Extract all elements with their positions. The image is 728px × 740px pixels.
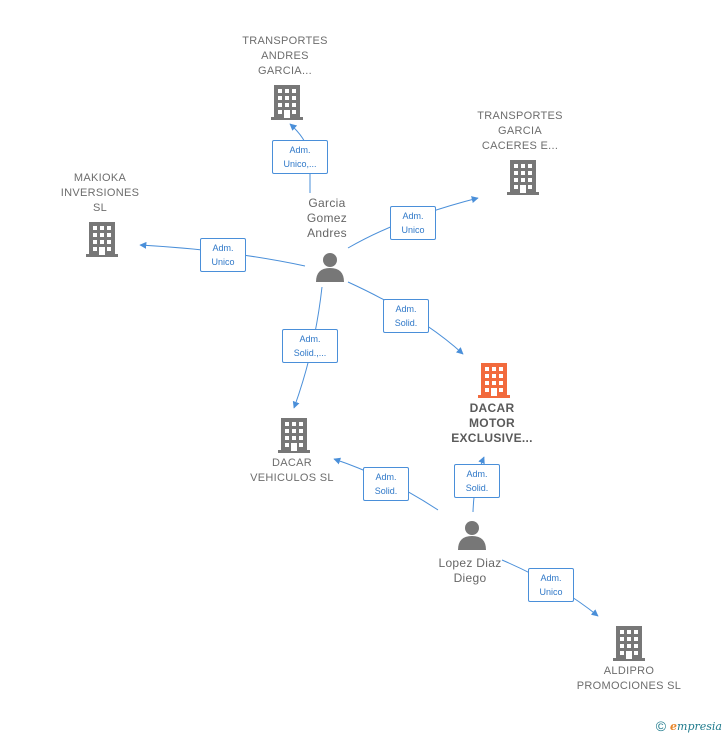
company-label-dacar-motor: DACAR MOTOR EXCLUSIVE... (451, 401, 533, 445)
person-icon[interactable] (457, 520, 487, 555)
building-icon[interactable] (271, 84, 303, 125)
building-icon[interactable] (86, 221, 118, 262)
building-icon[interactable] (507, 159, 539, 200)
person-icon[interactable] (315, 252, 345, 287)
company-label-dacar-vehiculos: DACAR VEHICULOS SL (250, 457, 334, 484)
company-label-makioka: MAKIOKA INVERSIONES SL (60, 172, 140, 214)
footer-brand: © empresia (656, 718, 722, 734)
edge-label-lopez-dacar-motor[interactable]: Adm. Solid. (454, 464, 500, 498)
edge-label-lopez-aldipro[interactable]: Adm. Unico (528, 568, 574, 602)
edge-label-garcia-transportes-garcia[interactable]: Adm. Unico (390, 206, 436, 240)
company-label-transportes-andres: TRANSPORTES ANDRES GARCIA... (242, 35, 328, 77)
building-icon[interactable] (613, 625, 645, 666)
person-label-lopez-diaz-diego: Lopez Diaz Diego (438, 556, 502, 585)
edge-label-garcia-makioka[interactable]: Adm. Unico (200, 238, 246, 272)
brand-logo: empresia (670, 719, 722, 733)
copyright-icon: © (655, 718, 667, 734)
building-icon[interactable] (278, 417, 310, 458)
company-label-transportes-garcia: TRANSPORTES GARCIA CACERES E... (477, 110, 563, 152)
edge-label-garcia-dacar-vehiculos[interactable]: Adm. Solid.,... (282, 329, 338, 363)
company-label-aldipro: ALDIPRO PROMOCIONES SL (576, 665, 682, 692)
edge-label-garcia-dacar-motor[interactable]: Adm. Solid. (383, 299, 429, 333)
edge-label-garcia-transportes-andres[interactable]: Adm. Unico,... (272, 140, 328, 174)
edge-label-lopez-dacar-vehiculos[interactable]: Adm. Solid. (363, 467, 409, 501)
building-icon[interactable] (478, 362, 510, 403)
person-label-garcia-gomez-andres: Garcia Gomez Andres (306, 196, 348, 240)
